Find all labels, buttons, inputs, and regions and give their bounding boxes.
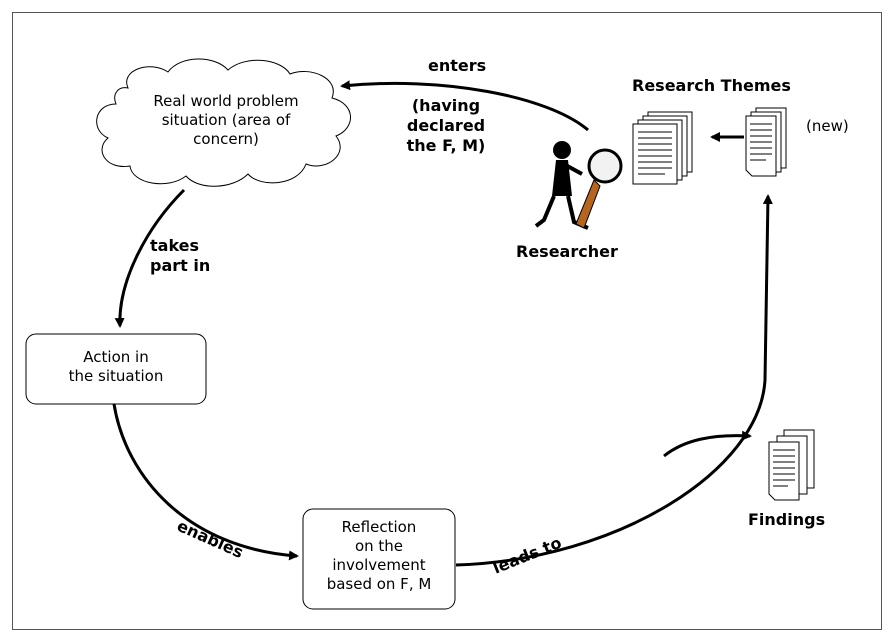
edge-enters — [340, 80, 589, 132]
reflection-box — [302, 508, 456, 610]
researcher-icon — [534, 141, 623, 230]
cloud-line-2: situation (area of — [161, 111, 291, 129]
having-declared-line-3: the F, M) — [406, 136, 486, 155]
new-theme-doc-icon — [745, 107, 787, 177]
edge-label-takes-part-in: takes part in — [150, 236, 210, 276]
action-label: Action in the situation — [26, 348, 206, 386]
findings-label: Findings — [748, 510, 826, 529]
edge-enables — [112, 403, 299, 561]
takes-part-in-line-2: part in — [150, 256, 211, 275]
having-declared-line-1: (having — [411, 96, 481, 115]
reflection-line-2: on the — [354, 537, 404, 555]
reflection-line-4: based on F, M — [326, 575, 432, 593]
cloud-label: Real world problem situation (area of co… — [106, 92, 346, 149]
edge-label-having-declared: (having declared the F, M) — [386, 96, 506, 156]
cloud-line-1: Real world problem — [153, 92, 299, 110]
action-line-1: Action in — [83, 348, 149, 366]
reflection-line-3: involvement — [332, 556, 426, 574]
diagram-frame — [12, 12, 882, 630]
edge-takes-part-in — [114, 188, 186, 328]
research-themes-docs-icon — [632, 111, 693, 185]
new-theme-label: (new) — [806, 117, 849, 135]
findings-docs-icon — [768, 429, 815, 501]
having-declared-line-2: declared — [406, 116, 486, 135]
takes-part-in-line-1: takes — [150, 236, 200, 255]
action-box — [25, 333, 207, 405]
reflection-label: Reflection on the involvement based on F… — [303, 518, 455, 594]
cloud-shape — [96, 58, 351, 187]
reflection-line-1: Reflection — [341, 518, 417, 536]
edge-leads-to — [455, 194, 773, 567]
research-themes-title: Research Themes — [632, 76, 791, 95]
researcher-label: Researcher — [516, 242, 618, 261]
edge-to-findings — [663, 430, 752, 458]
action-line-2: the situation — [68, 367, 164, 385]
edge-label-enters: enters — [428, 56, 487, 75]
cloud-line-3: concern) — [193, 130, 259, 148]
